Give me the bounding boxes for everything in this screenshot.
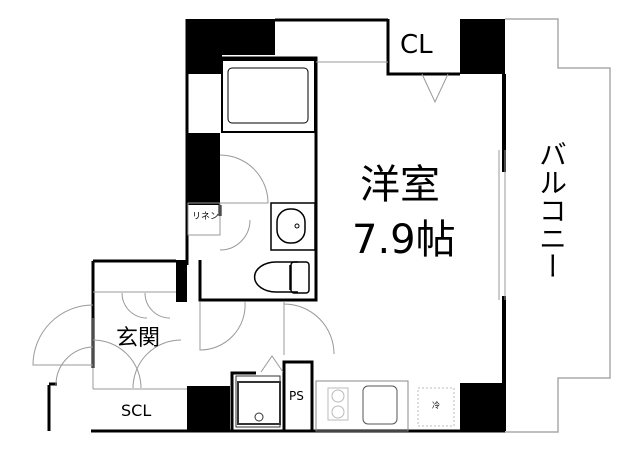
closet-label: CL: [400, 30, 433, 60]
toilet: [253, 261, 310, 294]
wall-lines: [47, 18, 505, 433]
linen-label: リネン: [192, 212, 220, 222]
balcony-label: バルコニー: [535, 140, 568, 280]
entrance-label: 玄関: [116, 326, 161, 351]
thin-lines: [32, 61, 506, 390]
kitchen-counter: [315, 380, 455, 432]
walls: [176, 19, 506, 431]
bathtub: [221, 59, 316, 133]
balcony-outline: [505, 18, 611, 433]
fridge-label: 冷: [432, 401, 440, 410]
washing-machine: [235, 375, 281, 428]
pipe-space-label: PS: [289, 389, 304, 403]
main-room-size: 7.9帖: [352, 217, 456, 263]
shoe-closet-label: SCL: [121, 401, 152, 420]
washbasin: [270, 202, 316, 251]
main-room-name: 洋室: [360, 162, 440, 208]
